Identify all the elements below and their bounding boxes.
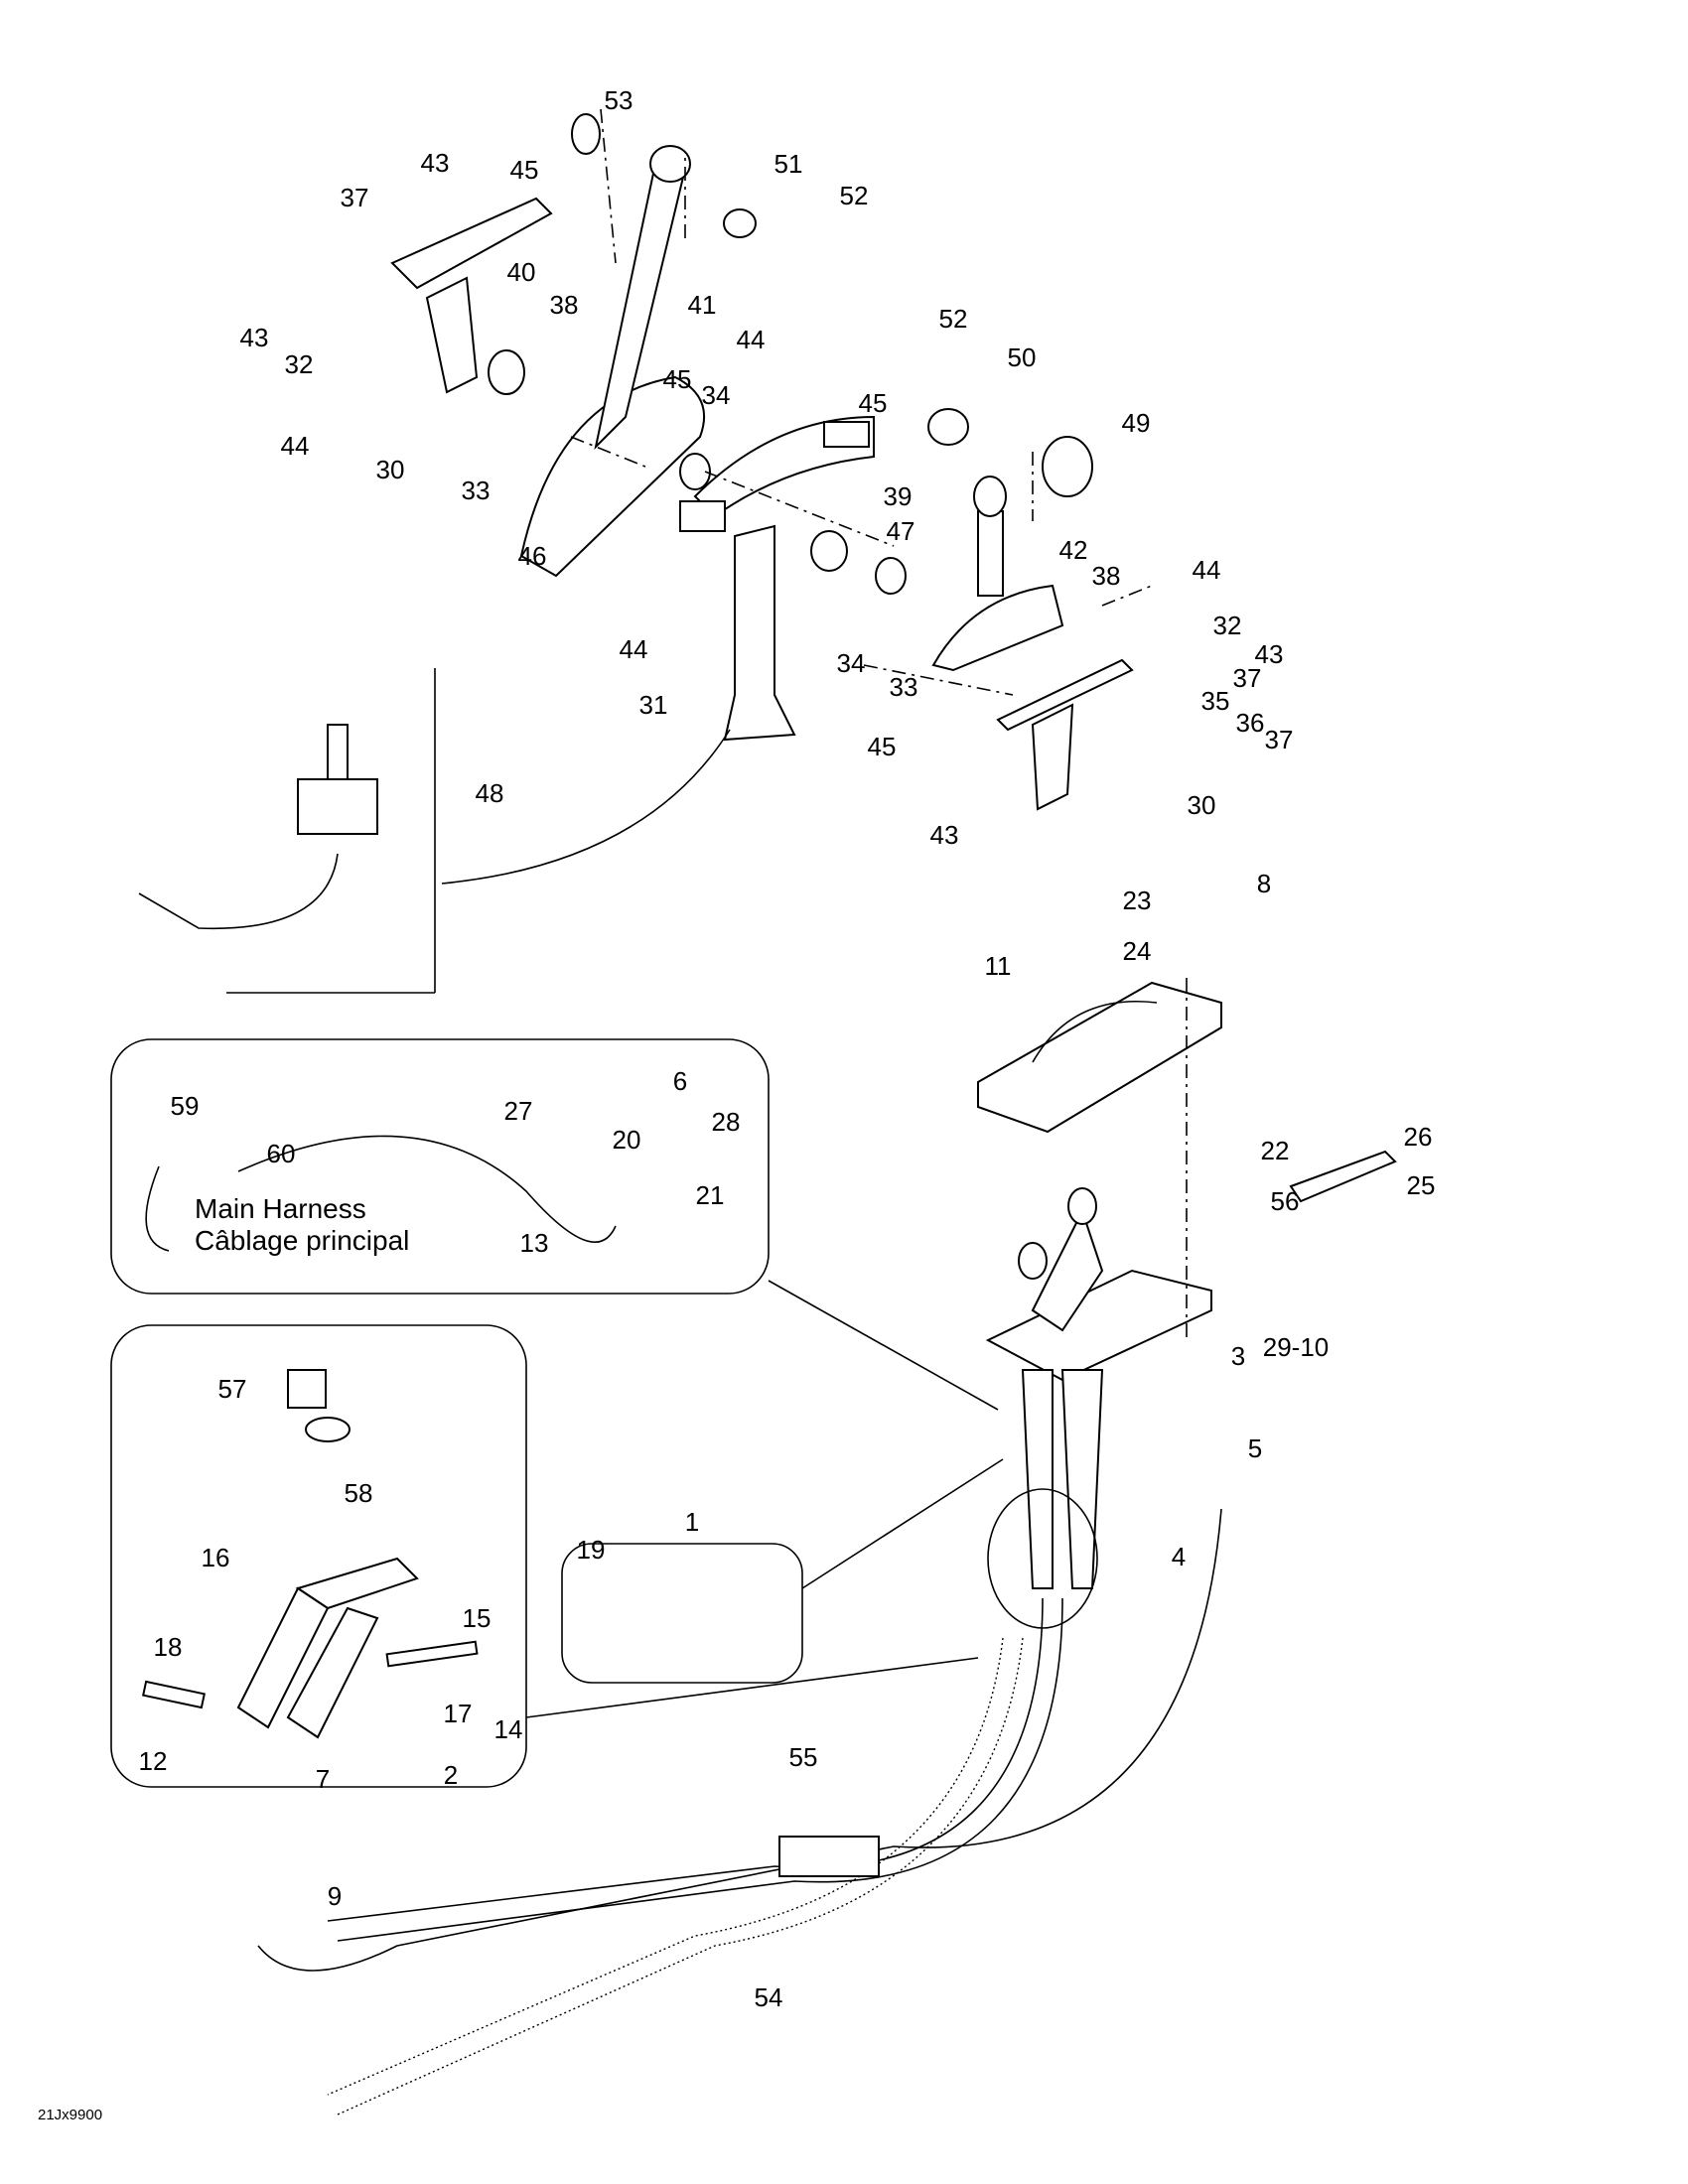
callout-32: 32	[284, 349, 314, 379]
callout-45: 45	[662, 364, 692, 394]
callout-47: 47	[886, 516, 915, 546]
callout-48: 48	[475, 778, 504, 808]
harness-caption-en: Main Harness	[195, 1193, 366, 1224]
callout-52: 52	[938, 304, 968, 334]
callout-53: 53	[604, 85, 633, 115]
left-lever-assembly	[390, 113, 757, 578]
cables	[257, 1508, 1222, 2116]
callout-14: 14	[493, 1714, 523, 1744]
callout-25: 25	[1406, 1170, 1436, 1200]
callout-18: 18	[153, 1632, 183, 1662]
callout-44: 44	[280, 431, 310, 461]
callout-8: 8	[1256, 869, 1272, 898]
callout-7: 7	[315, 1764, 331, 1794]
callout-44: 44	[736, 325, 766, 354]
callout-22: 22	[1260, 1136, 1290, 1165]
callout-35: 35	[1200, 686, 1230, 716]
callout-3: 3	[1230, 1341, 1246, 1371]
callout-55: 55	[788, 1742, 818, 1772]
callout-45: 45	[509, 155, 539, 185]
callout-58: 58	[344, 1478, 373, 1508]
callout-38: 38	[549, 290, 579, 320]
bracket-7	[142, 1369, 479, 1739]
ground-wire-inset	[110, 1038, 770, 1295]
center-stand	[679, 415, 875, 742]
callout-37: 37	[1232, 663, 1262, 693]
callout-54: 54	[754, 1982, 783, 2012]
callout-27: 27	[503, 1096, 533, 1126]
callout-50: 50	[1007, 342, 1037, 372]
callout-15: 15	[462, 1603, 492, 1633]
callout-36: 36	[1235, 708, 1265, 738]
callout-44: 44	[619, 634, 648, 664]
callout-24: 24	[1122, 936, 1152, 966]
callout-42: 42	[1058, 535, 1088, 565]
callout-12: 12	[138, 1746, 168, 1776]
callout-19: 19	[576, 1535, 606, 1565]
callout-6: 6	[672, 1066, 688, 1096]
right-lever-assembly	[875, 408, 1134, 811]
cable-clip-inset	[561, 1543, 803, 1684]
callout-11: 11	[984, 951, 1012, 981]
callout-43: 43	[420, 148, 450, 178]
callout-4: 4	[1171, 1542, 1187, 1571]
callout-56: 56	[1270, 1186, 1300, 1216]
callout-32: 32	[1212, 611, 1242, 640]
callout-45: 45	[858, 388, 888, 418]
callout-33: 33	[889, 672, 918, 702]
callout-30: 30	[1187, 790, 1216, 820]
harness-caption-fr: Câblage principal	[195, 1225, 410, 1257]
callout-21: 21	[695, 1180, 725, 1210]
callout-51: 51	[774, 149, 803, 179]
callout-23: 23	[1122, 886, 1152, 915]
callout-38: 38	[1091, 561, 1121, 591]
callout-33: 33	[461, 476, 491, 505]
callout-9: 9	[327, 1881, 343, 1911]
callout-37: 37	[1264, 725, 1294, 754]
callout-44: 44	[1192, 555, 1221, 585]
control-housing	[977, 978, 1397, 1629]
callout-29-10: 29-10	[1262, 1332, 1330, 1362]
bracket-kit-inset	[110, 1324, 527, 1788]
callout-17: 17	[443, 1699, 473, 1728]
callout-59: 59	[170, 1091, 200, 1121]
callout-52: 52	[839, 181, 869, 210]
callout-60: 60	[266, 1139, 296, 1168]
callout-39: 39	[883, 481, 913, 511]
callout-34: 34	[836, 648, 866, 678]
callout-57: 57	[217, 1374, 247, 1404]
callout-20: 20	[612, 1125, 641, 1155]
callout-30: 30	[375, 455, 405, 484]
callout-1: 1	[684, 1507, 700, 1537]
callout-40: 40	[506, 257, 536, 287]
sensor-inset	[138, 668, 731, 994]
callout-43: 43	[1254, 639, 1284, 669]
callout-49: 49	[1121, 408, 1151, 438]
callout-34: 34	[701, 380, 731, 410]
callout-16: 16	[201, 1543, 230, 1572]
callout-28: 28	[711, 1107, 741, 1137]
callout-37: 37	[340, 183, 369, 212]
callout-2: 2	[443, 1760, 459, 1790]
callout-41: 41	[687, 290, 717, 320]
callout-5: 5	[1247, 1433, 1263, 1463]
harness-caption: Main Harness Câblage principal	[195, 1193, 409, 1257]
callout-45: 45	[867, 732, 897, 761]
callout-13: 13	[519, 1228, 549, 1258]
figure-id: 21Jx9900	[38, 2107, 103, 2123]
callout-46: 46	[517, 541, 547, 571]
callout-26: 26	[1403, 1122, 1433, 1152]
callout-43: 43	[929, 820, 959, 850]
callout-43: 43	[239, 323, 269, 352]
callout-31: 31	[638, 690, 668, 720]
